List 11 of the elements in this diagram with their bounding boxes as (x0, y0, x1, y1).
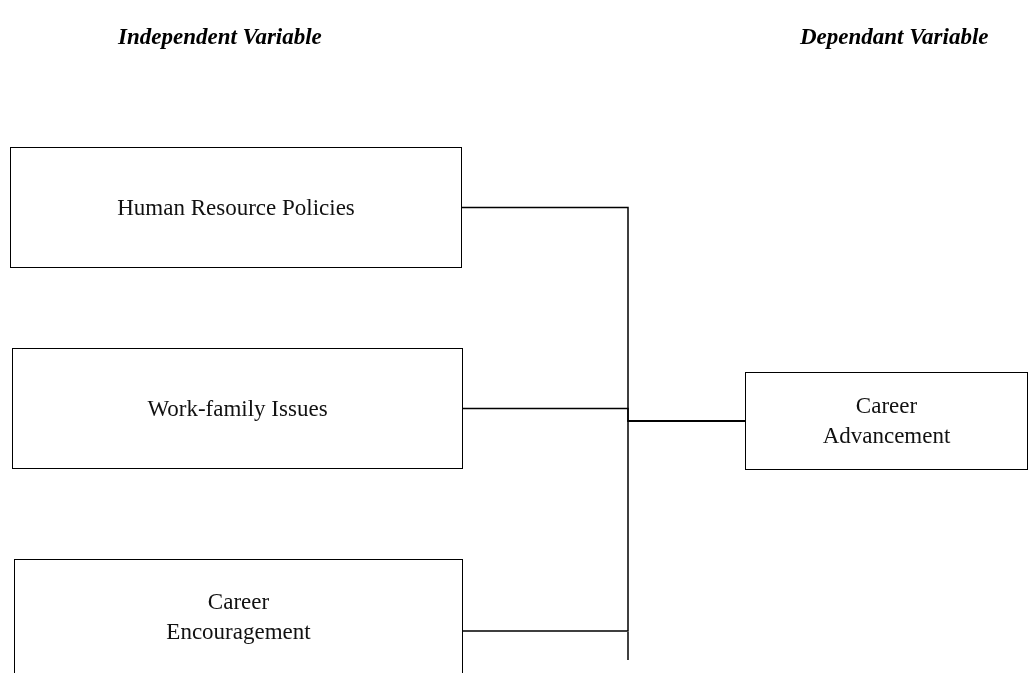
column-heading: Independent Variable (118, 24, 322, 50)
variable-box (14, 559, 463, 673)
column-heading: Dependant Variable (800, 24, 989, 50)
box-label: Human Resource Policies (117, 193, 355, 222)
box-label: Career Encouragement (165, 587, 312, 646)
variable-box (745, 372, 1028, 470)
connector-line (462, 420, 746, 632)
variable-box (10, 147, 462, 268)
box-label: Career Advancement (821, 392, 952, 450)
variable-box (12, 348, 463, 469)
box-label: Work-family Issues (147, 394, 328, 423)
